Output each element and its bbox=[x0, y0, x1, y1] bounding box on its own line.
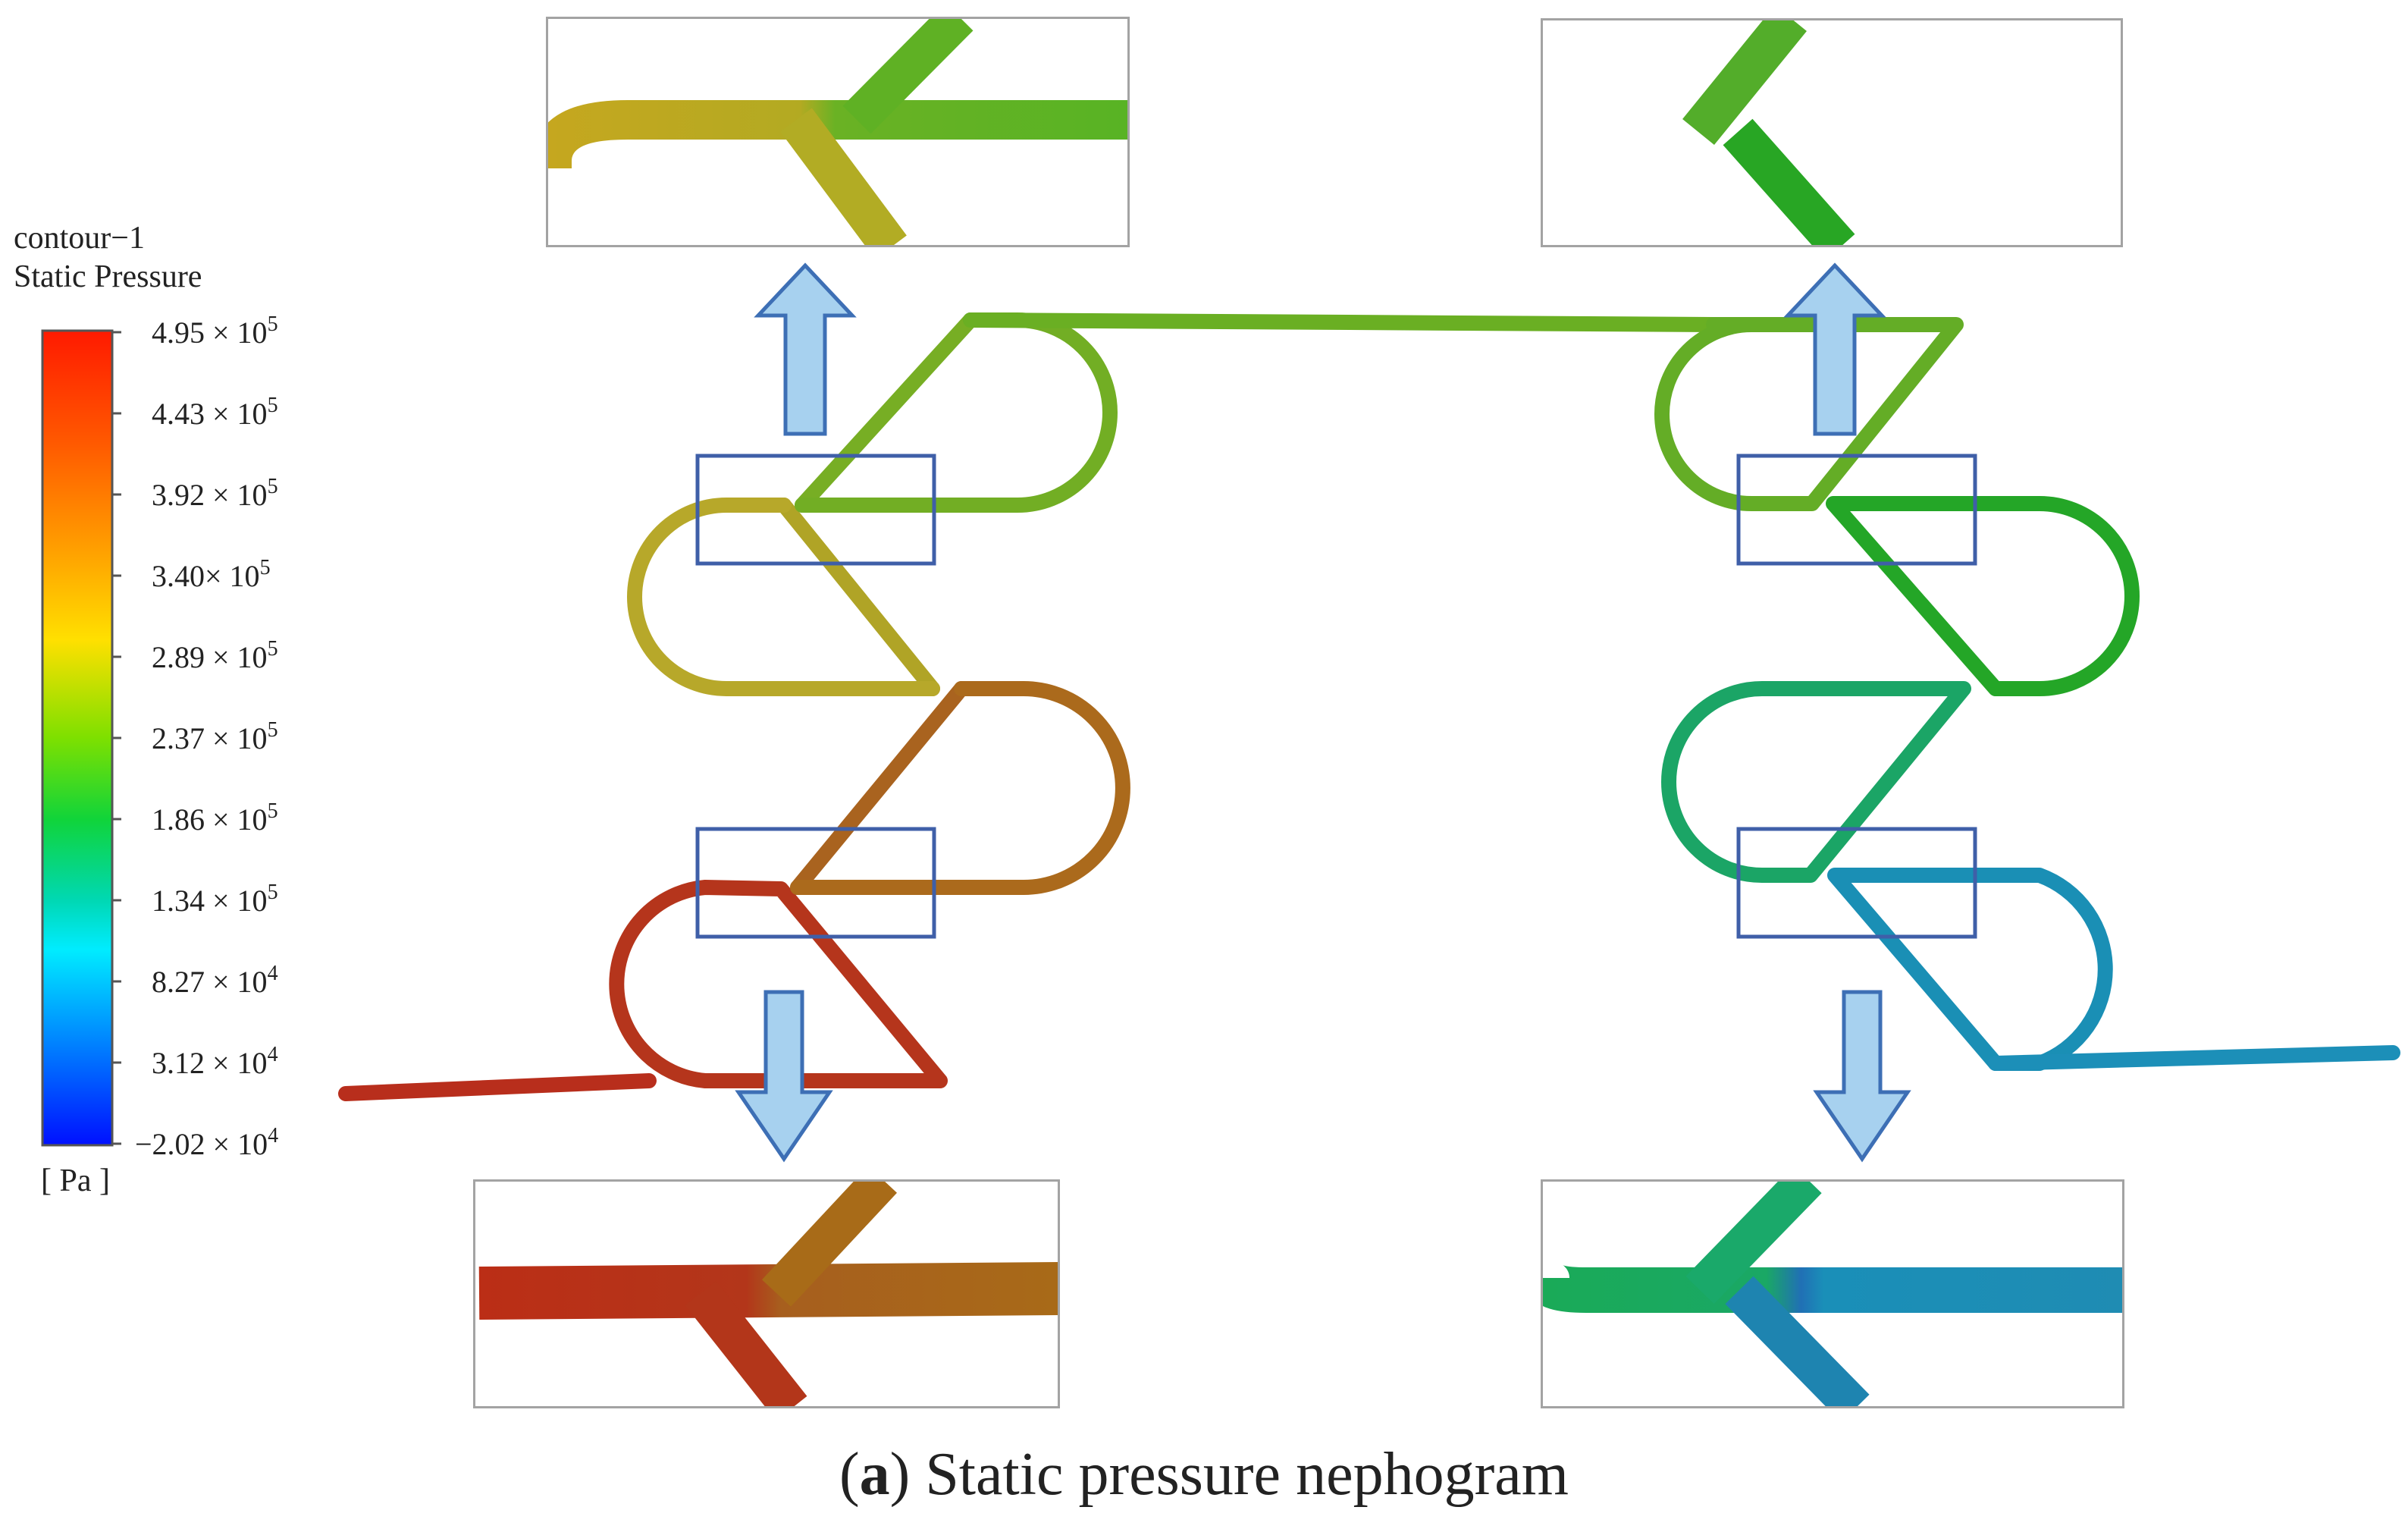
highlight-box-upper-left bbox=[695, 454, 936, 566]
legend-tick-label: 4.95 × 105 bbox=[152, 312, 278, 350]
left-loop-6 bbox=[609, 880, 948, 1088]
legend-tick-exponent: 5 bbox=[268, 718, 278, 742]
right-loop-1 bbox=[1654, 317, 1964, 511]
arrow-down-left-icon bbox=[735, 990, 833, 1163]
legend-tick-mantissa: 2.37 × 10 bbox=[152, 721, 268, 755]
left-loop-3 bbox=[795, 312, 1118, 513]
left-loop-4 bbox=[627, 498, 940, 696]
legend-title-line2: Static Pressure bbox=[14, 259, 202, 294]
legend-tick-exponent: 5 bbox=[268, 637, 278, 661]
left-inlet-pipe bbox=[338, 1073, 657, 1101]
top-connecting-pipe bbox=[963, 312, 1721, 332]
legend-tick-mantissa: 2.89 × 10 bbox=[152, 640, 268, 674]
zoom-inset-top-left bbox=[546, 17, 1130, 247]
legend-tick-mantissa: 4.95 × 10 bbox=[152, 316, 268, 350]
legend-tick-mantissa: 3.92 × 10 bbox=[152, 478, 268, 512]
legend-tick-exponent: 5 bbox=[268, 881, 278, 904]
left-loop-5 bbox=[790, 681, 1130, 895]
left-diagonal-3 bbox=[795, 312, 978, 513]
caption-open-paren: ( bbox=[839, 1441, 860, 1508]
right-flow-channel bbox=[1654, 317, 2400, 1071]
legend-tick-exponent: 5 bbox=[268, 475, 278, 498]
right-loop-2 bbox=[1826, 496, 2140, 696]
zoom-arrows bbox=[735, 262, 1911, 1163]
legend-tick-mantissa: 3.40× 10 bbox=[152, 559, 260, 593]
highlight-box-lower-left bbox=[695, 827, 936, 939]
left-diagonal-4 bbox=[776, 498, 940, 696]
legend-title-line1: contour−1 bbox=[14, 221, 145, 256]
zoom-inset-bottom-left bbox=[473, 1179, 1060, 1408]
legend-tick-exponent: 4 bbox=[268, 962, 278, 985]
legend-tick-exponent: 5 bbox=[268, 394, 278, 417]
junction-highlight-boxes bbox=[695, 454, 1977, 939]
legend-tick-exponent: 5 bbox=[260, 556, 271, 579]
zoom-inset-bottom-right bbox=[1541, 1179, 2124, 1408]
color-scale-bar bbox=[41, 329, 114, 1147]
legend-tick-mantissa: 1.86 × 10 bbox=[152, 802, 268, 837]
right-loop-4 bbox=[1827, 868, 2113, 1071]
legend-tick-exponent: 4 bbox=[268, 1043, 278, 1066]
left-diagonal-5 bbox=[790, 681, 969, 895]
legend-tick-mantissa: −2.02 × 10 bbox=[135, 1127, 268, 1161]
legend-tick-label: 3.92 × 105 bbox=[152, 475, 278, 512]
highlight-box-upper-right bbox=[1736, 454, 1977, 566]
legend-tick-mantissa: 4.43 × 10 bbox=[152, 397, 268, 431]
legend-tick-label: −2.02 × 104 bbox=[135, 1124, 278, 1161]
left-flow-channel bbox=[338, 312, 1721, 1101]
figure-caption: (a) Static pressure nephogram bbox=[839, 1441, 1569, 1508]
legend-tick-exponent: 5 bbox=[268, 799, 278, 823]
legend-tick-label: 8.27 × 104 bbox=[152, 962, 278, 999]
legend-unit: [ Pa ] bbox=[41, 1163, 110, 1198]
zoom-inset-top-right bbox=[1541, 18, 2123, 247]
right-loop-3 bbox=[1661, 681, 1971, 883]
arrow-up-left-icon bbox=[754, 262, 857, 436]
legend-tick-mantissa: 1.34 × 10 bbox=[152, 884, 268, 918]
color-legend: contour−1 Static Pressure 4.95 × 1054.43… bbox=[14, 221, 278, 1198]
highlight-box-lower-right bbox=[1736, 827, 1977, 939]
legend-tick-exponent: 4 bbox=[268, 1124, 278, 1148]
arrow-up-right-icon bbox=[1783, 262, 1886, 436]
caption-text: ) Static pressure nephogram bbox=[890, 1441, 1569, 1508]
legend-tick-label: 3.12 × 104 bbox=[152, 1043, 278, 1080]
legend-tick-exponent: 5 bbox=[268, 312, 278, 336]
legend-tick-mantissa: 3.12 × 10 bbox=[152, 1046, 268, 1080]
arrow-down-right-icon bbox=[1813, 990, 1911, 1163]
caption-letter: a bbox=[860, 1441, 890, 1508]
legend-tick-label: 2.37 × 105 bbox=[152, 718, 278, 755]
legend-tick-label: 1.34 × 105 bbox=[152, 881, 278, 918]
legend-tick-label: 1.86 × 105 bbox=[152, 799, 278, 837]
right-outlet-pipe bbox=[1988, 1045, 2400, 1071]
legend-tick-mantissa: 8.27 × 10 bbox=[152, 965, 268, 999]
legend-tick-label: 3.40× 105 bbox=[152, 556, 271, 593]
legend-tick-label: 4.43 × 105 bbox=[152, 394, 278, 431]
legend-tick-label: 2.89 × 105 bbox=[152, 637, 278, 674]
